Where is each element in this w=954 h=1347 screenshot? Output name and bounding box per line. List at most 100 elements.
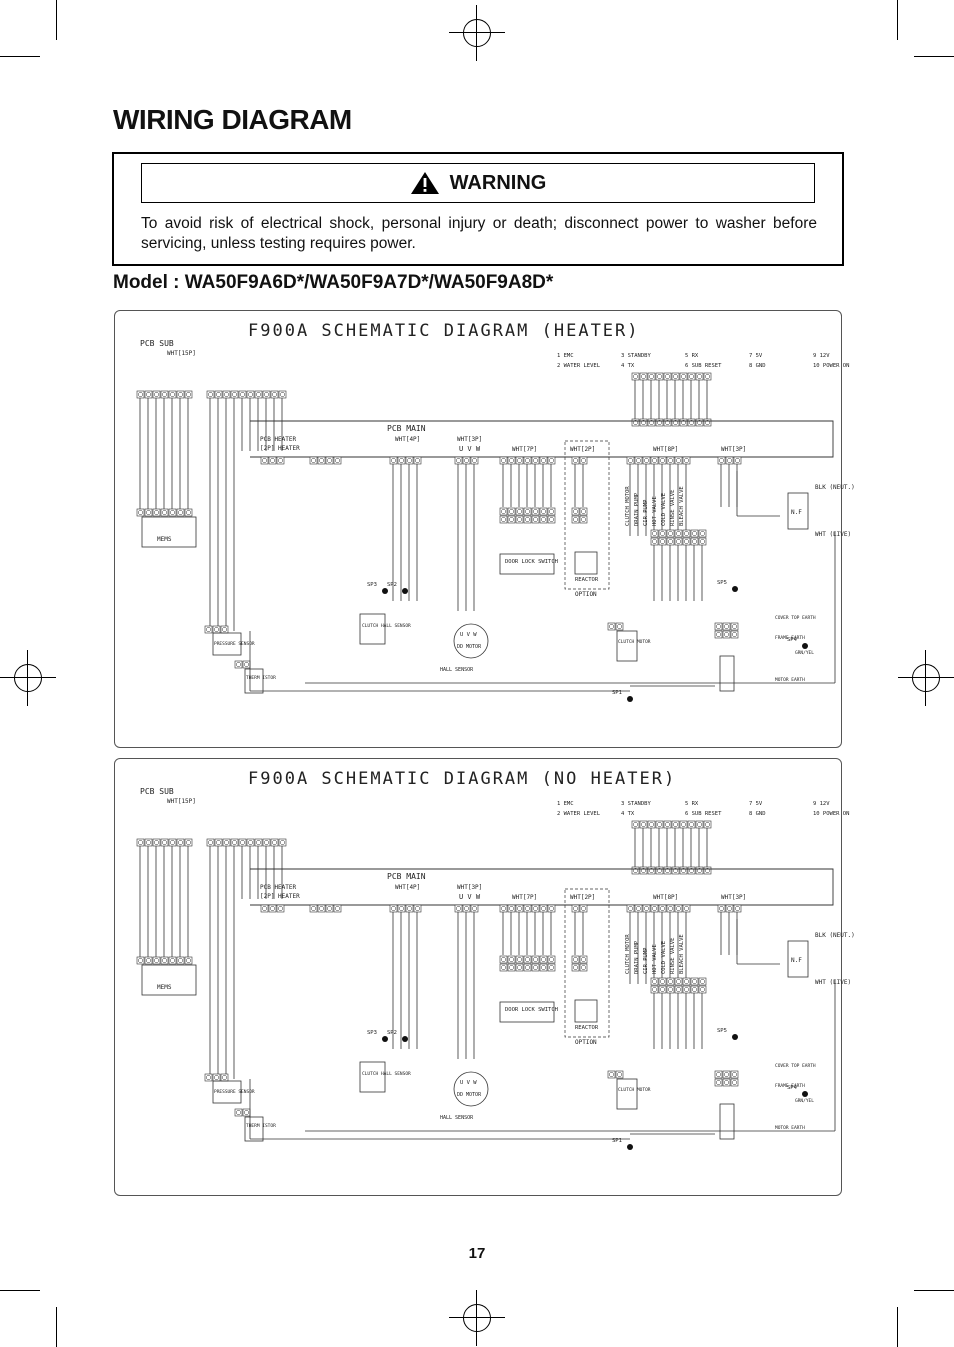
- legend-item: 6 SUB RESET: [685, 811, 722, 817]
- cover-earth-label: COVER TOP EARTH: [775, 1063, 816, 1069]
- connector-label: WHT[8P]: [653, 894, 678, 901]
- valve-label: BLEACH VALVE: [679, 934, 685, 974]
- uvw-label: U V W: [459, 893, 481, 901]
- option-label: OPTION: [575, 591, 597, 598]
- nf-label: N.F: [791, 509, 802, 516]
- connector-label: WHT[3P]: [457, 884, 482, 891]
- option-box: [564, 888, 610, 1038]
- registration-mark: [449, 1290, 505, 1346]
- warning-triangle-icon: [410, 172, 439, 194]
- splice-label: SP5: [717, 580, 727, 586]
- valve-label: BLEACH VALVE: [679, 486, 685, 526]
- connector-label: WHT[3P]: [457, 436, 482, 443]
- splice-point: [382, 588, 388, 594]
- connector-label: WHT[2P]: [570, 446, 595, 453]
- connector-label: WHT[3P]: [721, 446, 746, 453]
- thermistor-box: [244, 1116, 264, 1142]
- motor-label: DD MOTOR: [457, 644, 482, 650]
- connector-label: WHT[15P]: [167, 350, 196, 357]
- legend-item: 1 EMC: [557, 801, 574, 807]
- warning-label: WARNING: [449, 171, 547, 194]
- earth-block: [719, 1103, 735, 1140]
- splice-point: [382, 1036, 388, 1042]
- clutch-hall-label: CLUTCH HALL SENSOR: [362, 623, 411, 629]
- splice-point: [732, 586, 738, 592]
- pcb-main-label: PCB MAIN: [387, 424, 426, 433]
- reactor-box: [574, 551, 598, 575]
- legend-item: 10 POWER ON: [813, 811, 849, 817]
- legend-item: 10 POWER ON: [813, 363, 849, 369]
- legend-item: 9 12V: [813, 801, 830, 807]
- motor-label: DD MOTOR: [457, 1092, 482, 1098]
- splice-label: SP1: [612, 1138, 622, 1144]
- registration-mark: [0, 650, 56, 706]
- door-lock-switch: [499, 1001, 555, 1023]
- crop-mark: [56, 0, 57, 40]
- splice-label: SP3: [367, 1030, 377, 1036]
- hall-sensor-label: HALL SENSOR: [440, 1115, 474, 1121]
- splice-point: [627, 1144, 633, 1150]
- diagram-title: F900A SCHEMATIC DIAGRAM (NO HEATER): [248, 769, 676, 789]
- splice-point: [627, 696, 633, 702]
- dd-motor-circle: [453, 1071, 489, 1107]
- legend-item: 4 TX: [621, 363, 635, 369]
- splice-point: [402, 1036, 408, 1042]
- pressure-sensor-box: [212, 632, 242, 656]
- splice-label: SP3: [367, 582, 377, 588]
- heater-label: [2P] HEATER: [260, 445, 300, 452]
- connector-label: WHT[4P]: [395, 436, 420, 443]
- diagram-title: F900A SCHEMATIC DIAGRAM (HEATER): [248, 321, 640, 341]
- clutch-hall-box: [359, 1061, 386, 1093]
- neut-label: BLK (NEUT.): [815, 484, 855, 491]
- valve-label: HOT VALVE: [652, 496, 658, 526]
- legend-item: 8 GND: [749, 363, 766, 369]
- splice-label: SP4: [787, 637, 798, 643]
- live-label: WHT (LIVE): [815, 979, 851, 986]
- registration-mark: [898, 650, 954, 706]
- valve-label: DRAIN PUMP: [634, 940, 640, 974]
- hall-sensor-label: HALL SENSOR: [440, 667, 474, 673]
- connector-label: WHT[7P]: [512, 894, 537, 901]
- clutch-hall-box: [359, 613, 386, 645]
- valve-label: RINSE VALVE: [670, 490, 676, 526]
- model-heading: Model : WA50F9A6D*/WA50F9A7D*/WA50F9A8D*: [113, 272, 554, 293]
- connector-label: WHT[15P]: [167, 798, 196, 805]
- mems-label: MEMS: [157, 536, 172, 543]
- warning-box: WARNING To avoid risk of electrical shoc…: [112, 152, 844, 266]
- heater-label: [2P] HEATER: [260, 893, 300, 900]
- nf-label: N.F: [791, 957, 802, 964]
- connector-label: WHT[4P]: [395, 884, 420, 891]
- reactor-box: [574, 999, 598, 1023]
- pressure-sensor-box: [212, 1080, 242, 1104]
- page-title: WIRING DIAGRAM: [113, 104, 352, 135]
- door-lock-switch: [499, 553, 555, 575]
- earth-block: [719, 655, 735, 692]
- legend-item: 8 GND: [749, 811, 766, 817]
- valve-label: CIR PUMP: [643, 499, 649, 526]
- splice-point: [802, 1091, 808, 1097]
- thermistor-box: [244, 668, 264, 694]
- schematic-no-heater: F900A SCHEMATIC DIAGRAM (NO HEATER) PCB S…: [114, 758, 855, 1196]
- pressure-label: PRESSURE SENSOR: [214, 1089, 255, 1095]
- mems-box: [141, 516, 197, 548]
- legend-item: 5 RX: [685, 801, 699, 807]
- reactor-label: REACTOR: [575, 577, 599, 583]
- crop-mark: [0, 1290, 40, 1291]
- clutch-motor-box: [616, 630, 638, 662]
- crop-mark: [914, 1290, 954, 1291]
- pcb-sub-label: PCB SUB: [140, 787, 174, 796]
- clutch-motor-box: [616, 1078, 638, 1110]
- mems-box: [141, 964, 197, 996]
- crop-mark: [897, 0, 898, 40]
- clutch-hall-label: CLUTCH HALL SENSOR: [362, 1071, 411, 1077]
- cover-earth-label: COVER TOP EARTH: [775, 615, 816, 621]
- splice-label: SP4: [787, 1085, 798, 1091]
- valve-label: COLD VALVE: [661, 493, 667, 526]
- connector-label: WHT[7P]: [512, 446, 537, 453]
- splice-point: [802, 643, 808, 649]
- motor-earth-label: MOTOR EARTH: [775, 677, 805, 683]
- nf-box: [787, 492, 809, 530]
- motor-uvw: U V W: [460, 1080, 477, 1086]
- frame-earth-label: FRAME EARTH: [775, 635, 805, 641]
- legend-item: 3 STANDBY: [621, 801, 651, 807]
